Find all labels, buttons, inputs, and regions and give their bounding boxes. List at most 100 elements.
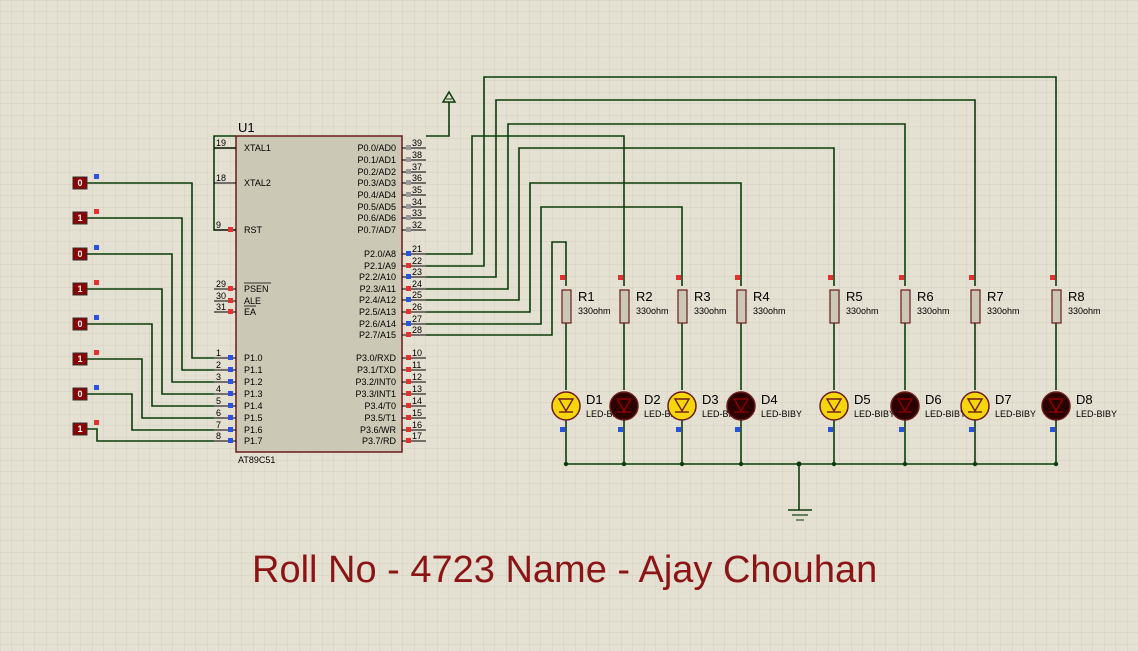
pin-name: P3.7/RD [362,436,397,446]
resistor-ref: R4 [753,289,770,304]
logic-state-input[interactable]: 1 [72,280,99,296]
input-state-marker [94,245,99,250]
resistor-value: 330ohm [1068,306,1101,316]
pin-number: 22 [412,256,422,266]
pin-state-marker [228,227,233,232]
pin-state-marker [228,309,233,314]
pin-number: 8 [216,431,221,441]
logic-state-input[interactable]: 0 [72,315,99,331]
logic-state-input[interactable]: 1 [72,209,99,225]
led-ref: D5 [854,392,871,407]
pin-name: P1.0 [244,353,263,363]
pin-state-marker [406,204,411,209]
pin-state-marker [406,145,411,150]
pin-name: P0.5/AD5 [357,202,396,212]
pin-number: 12 [412,372,422,382]
pin-number: 21 [412,244,422,254]
pin-state-marker [1050,275,1055,280]
logic-state-input[interactable]: 1 [72,350,99,366]
pin-name: XTAL1 [244,143,271,153]
wire [87,358,214,419]
wires [87,76,1059,510]
logic-state-input[interactable]: 0 [72,245,99,261]
logic-state-input[interactable]: 1 [72,420,99,436]
pin-number: 27 [412,314,422,324]
logic-state-input[interactable]: 0 [72,385,99,401]
logic-inputs: 0 1 0 1 0 1 0 1 [72,174,99,436]
pin-state-marker [406,215,411,220]
pin-number: 33 [412,208,422,218]
pin-state-marker [406,192,411,197]
wire [426,123,906,290]
wire [426,241,567,336]
pin-state-marker [406,180,411,185]
caption: Roll No - 4723 Name - Ajay Chouhan [252,549,877,591]
logic-state-input[interactable]: 0 [72,174,99,190]
led-part: LED-BIBY [702,409,743,419]
pin-number: 35 [412,185,422,195]
pin-state-marker [899,275,904,280]
pin-name: P2.7/A15 [359,330,396,340]
pin-number: 26 [412,302,422,312]
wire [87,323,214,407]
ground-symbol [788,509,812,521]
resistor-value: 330ohm [846,306,879,316]
pin-number: 25 [412,290,422,300]
